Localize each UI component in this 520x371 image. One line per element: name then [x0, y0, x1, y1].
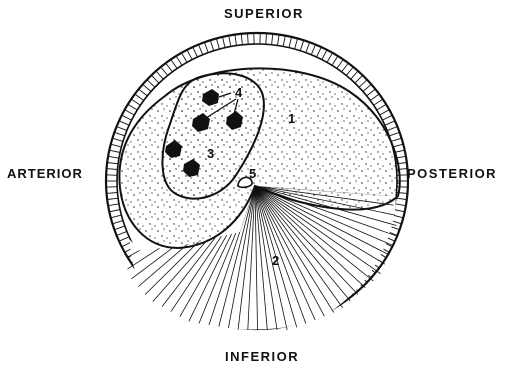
callout-3: 3: [207, 146, 214, 161]
callout-1: 1: [288, 111, 295, 126]
callout-4: 4: [235, 85, 243, 100]
callout-2: 2: [272, 253, 279, 268]
callout-5: 5: [249, 166, 256, 181]
